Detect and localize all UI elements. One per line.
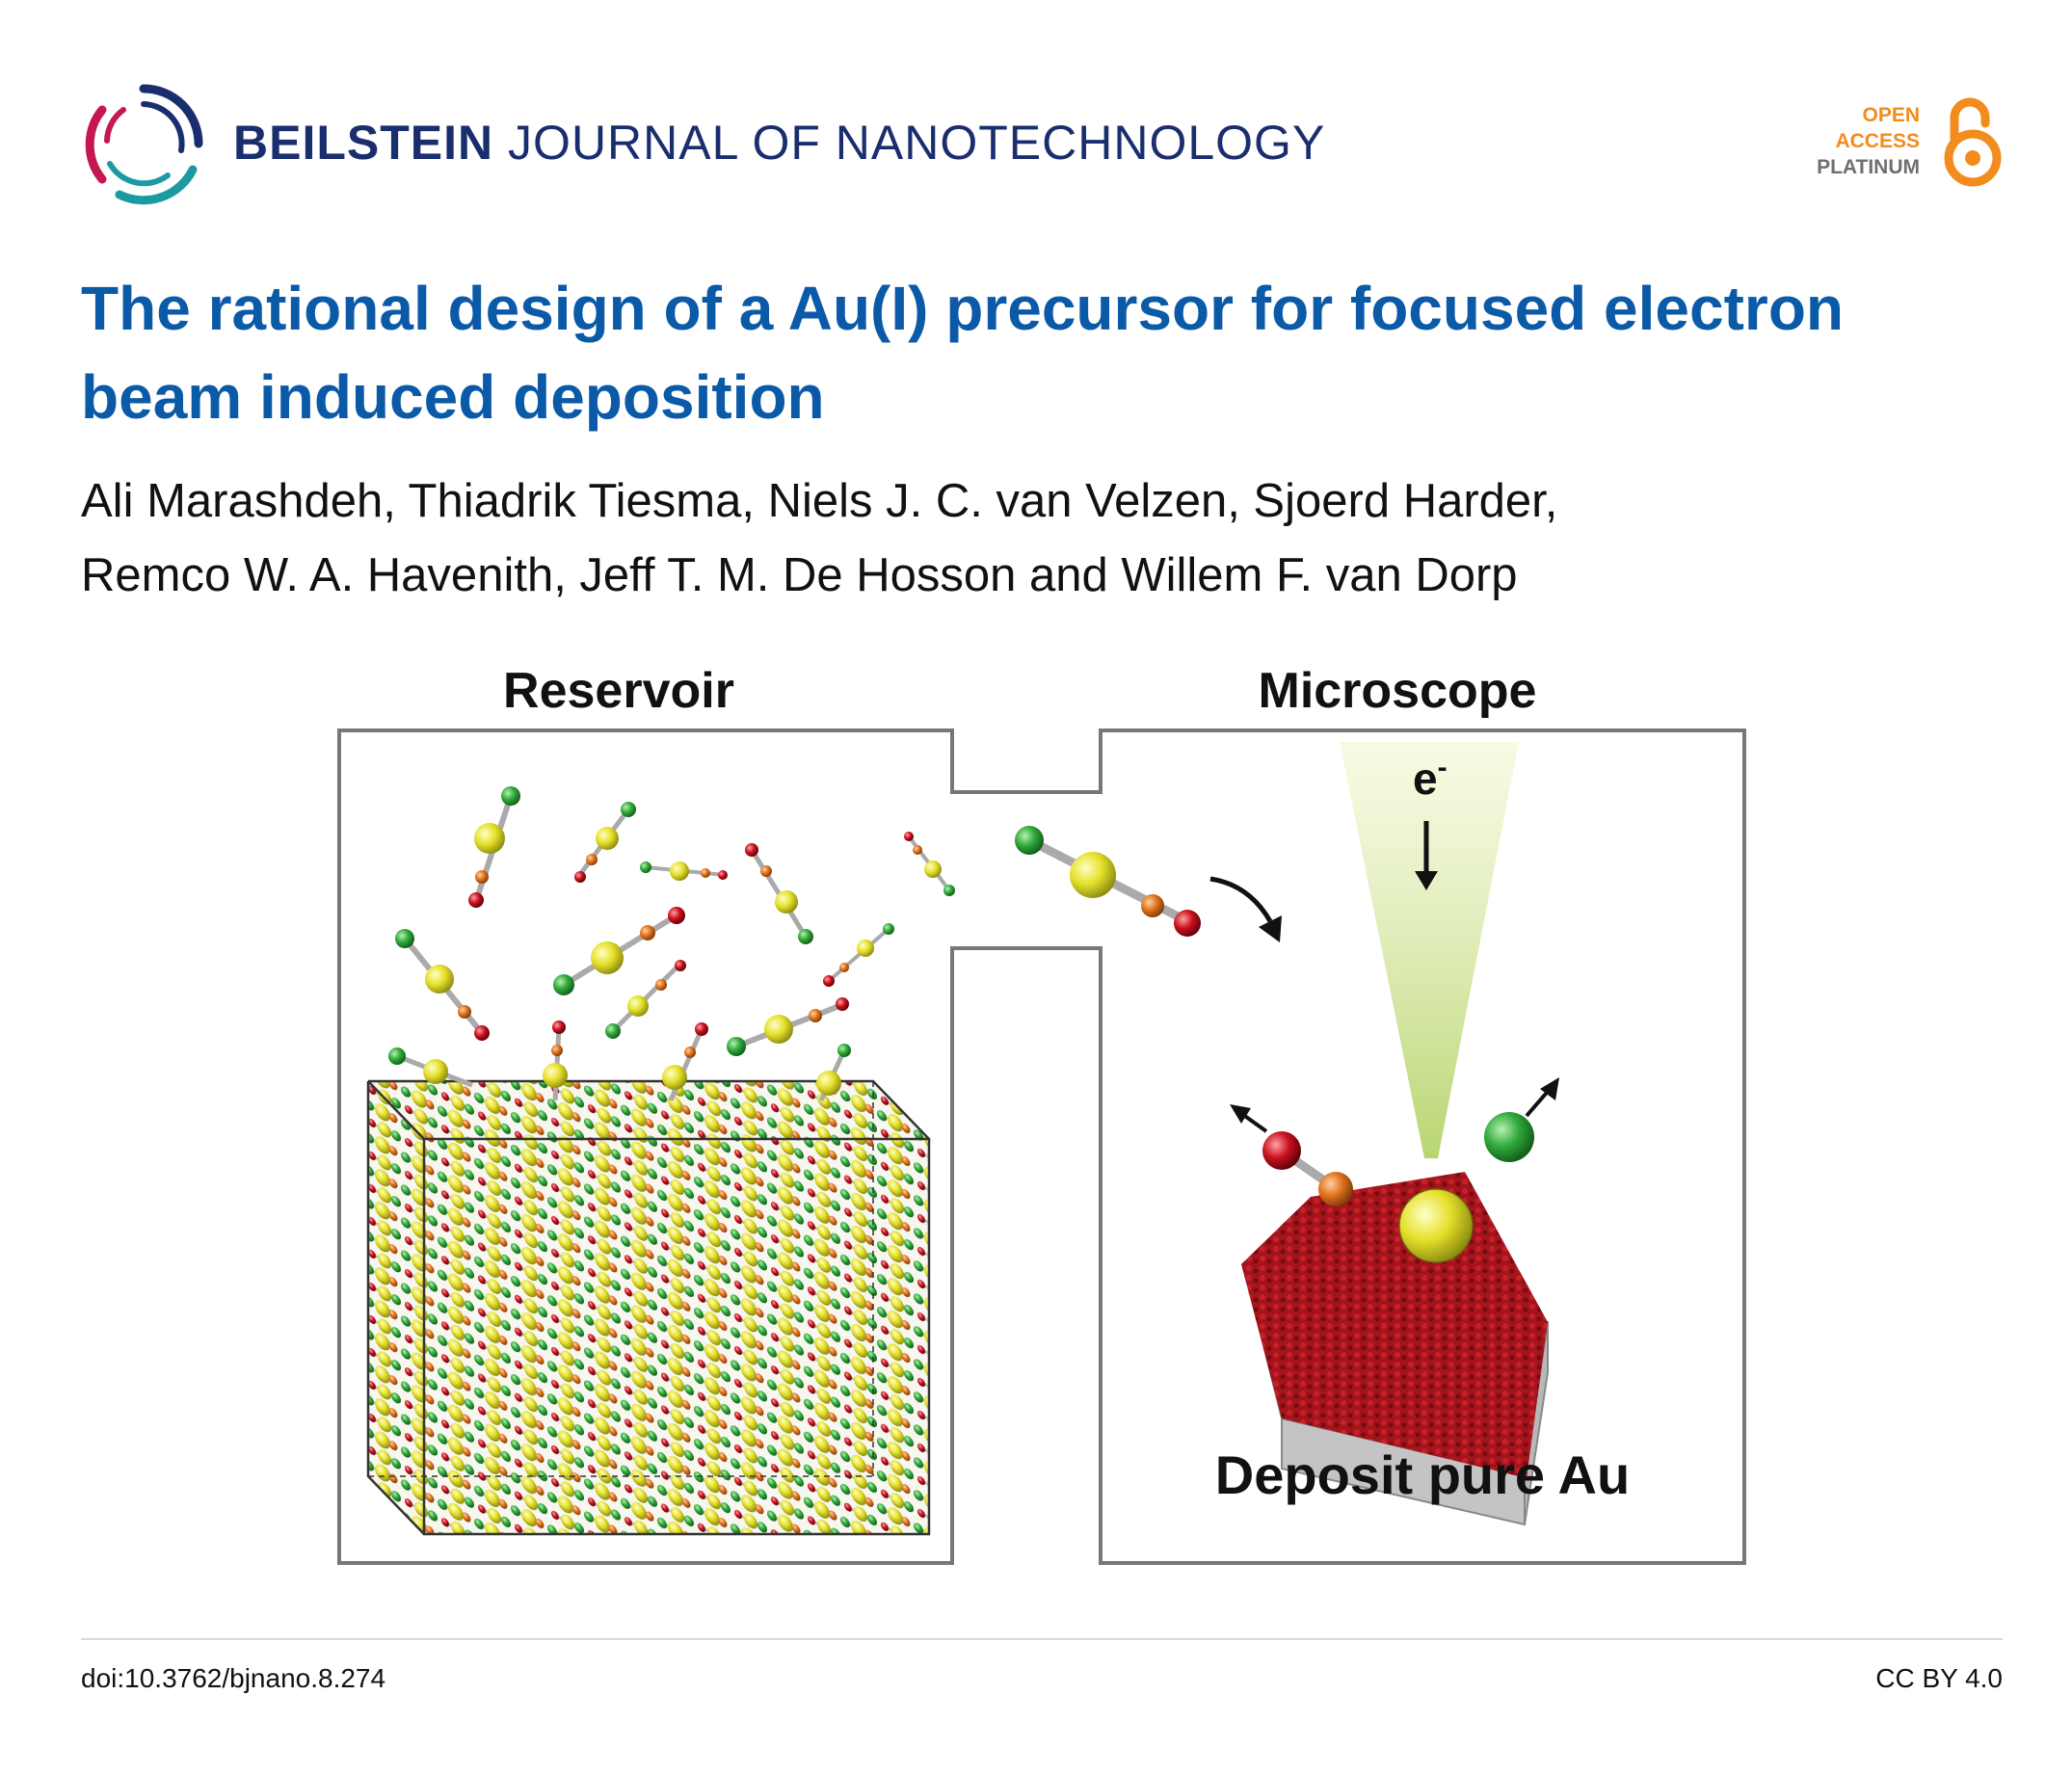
open-access-lock-icon [1944,97,2002,187]
precursor-molecule [727,997,849,1056]
open-access-badge: OPEN ACCESS PLATINUM [1812,97,2005,189]
deposited-gold-atom [1398,1188,1474,1263]
precursor-molecule [823,923,894,987]
curved-arrow-icon [1209,876,1282,942]
precursor-molecule [904,832,955,896]
electron-arrow-icon [1415,821,1438,890]
released-co-fragment [1230,1104,1353,1206]
journal-name-bold: BEILSTEIN [233,116,494,170]
doi-text: doi:10.3762/bjnano.8.274 [81,1663,386,1693]
surface-molecule [816,1044,851,1102]
released-ligand-atom [1484,1077,1559,1162]
gas-phase-molecules [388,786,955,1102]
deposit-surface [1241,1172,1548,1478]
crystal-top-left-edge [367,1080,425,1140]
journal-logo-icon [85,84,203,205]
surface-molecule [662,1022,708,1101]
deposit-label: Deposit pure Au [1215,1444,1630,1505]
precursor-molecule [640,861,728,881]
electron-beam [1340,742,1519,1158]
article-title: The rational design of a Au(I) precursor… [81,274,1844,432]
precursor-molecule [574,802,636,883]
precursor-molecule [395,929,490,1041]
open-access-line-open: OPEN [1862,104,1920,126]
precursor-molecule [468,786,520,908]
license-text: CC BY 4.0 [1875,1663,2003,1693]
precursor-molecule [605,960,686,1039]
open-access-line-access: ACCESS [1835,130,1920,152]
journal-name: BEILSTEIN JOURNAL OF NANOTECHNOLOGY [233,114,1325,172]
open-access-text: OPEN ACCESS PLATINUM [1817,102,1920,180]
footer-divider [81,1638,2003,1640]
journal-name-rest: JOURNAL OF NANOTECHNOLOGY [508,116,1326,170]
microscope-label: Microscope [1259,663,1537,719]
surface-molecule [543,1020,568,1101]
article-authors: Ali Marashdeh, Thiadrik Tiesma, Niels J.… [81,464,1912,613]
precursor-molecule [745,843,813,944]
reservoir-label: Reservoir [503,663,734,719]
precursor-molecule [553,907,685,995]
authors-line-2: Remco W. A. Havenith, Jeff T. M. De Hoss… [81,549,1518,601]
electron-label: e- [1413,752,1448,804]
authors-line-1: Ali Marashdeh, Thiadrik Tiesma, Niels J.… [81,475,1558,527]
open-access-line-platinum: PLATINUM [1817,156,1920,178]
graphical-abstract-figure: Reservoir Microscope [337,663,1746,1565]
crystal-front-face [422,1137,931,1536]
substrate-block [1241,1172,1550,1526]
surface-molecule [388,1047,473,1088]
transferring-molecule [1015,826,1201,937]
precursor-crystal [366,1079,931,1536]
